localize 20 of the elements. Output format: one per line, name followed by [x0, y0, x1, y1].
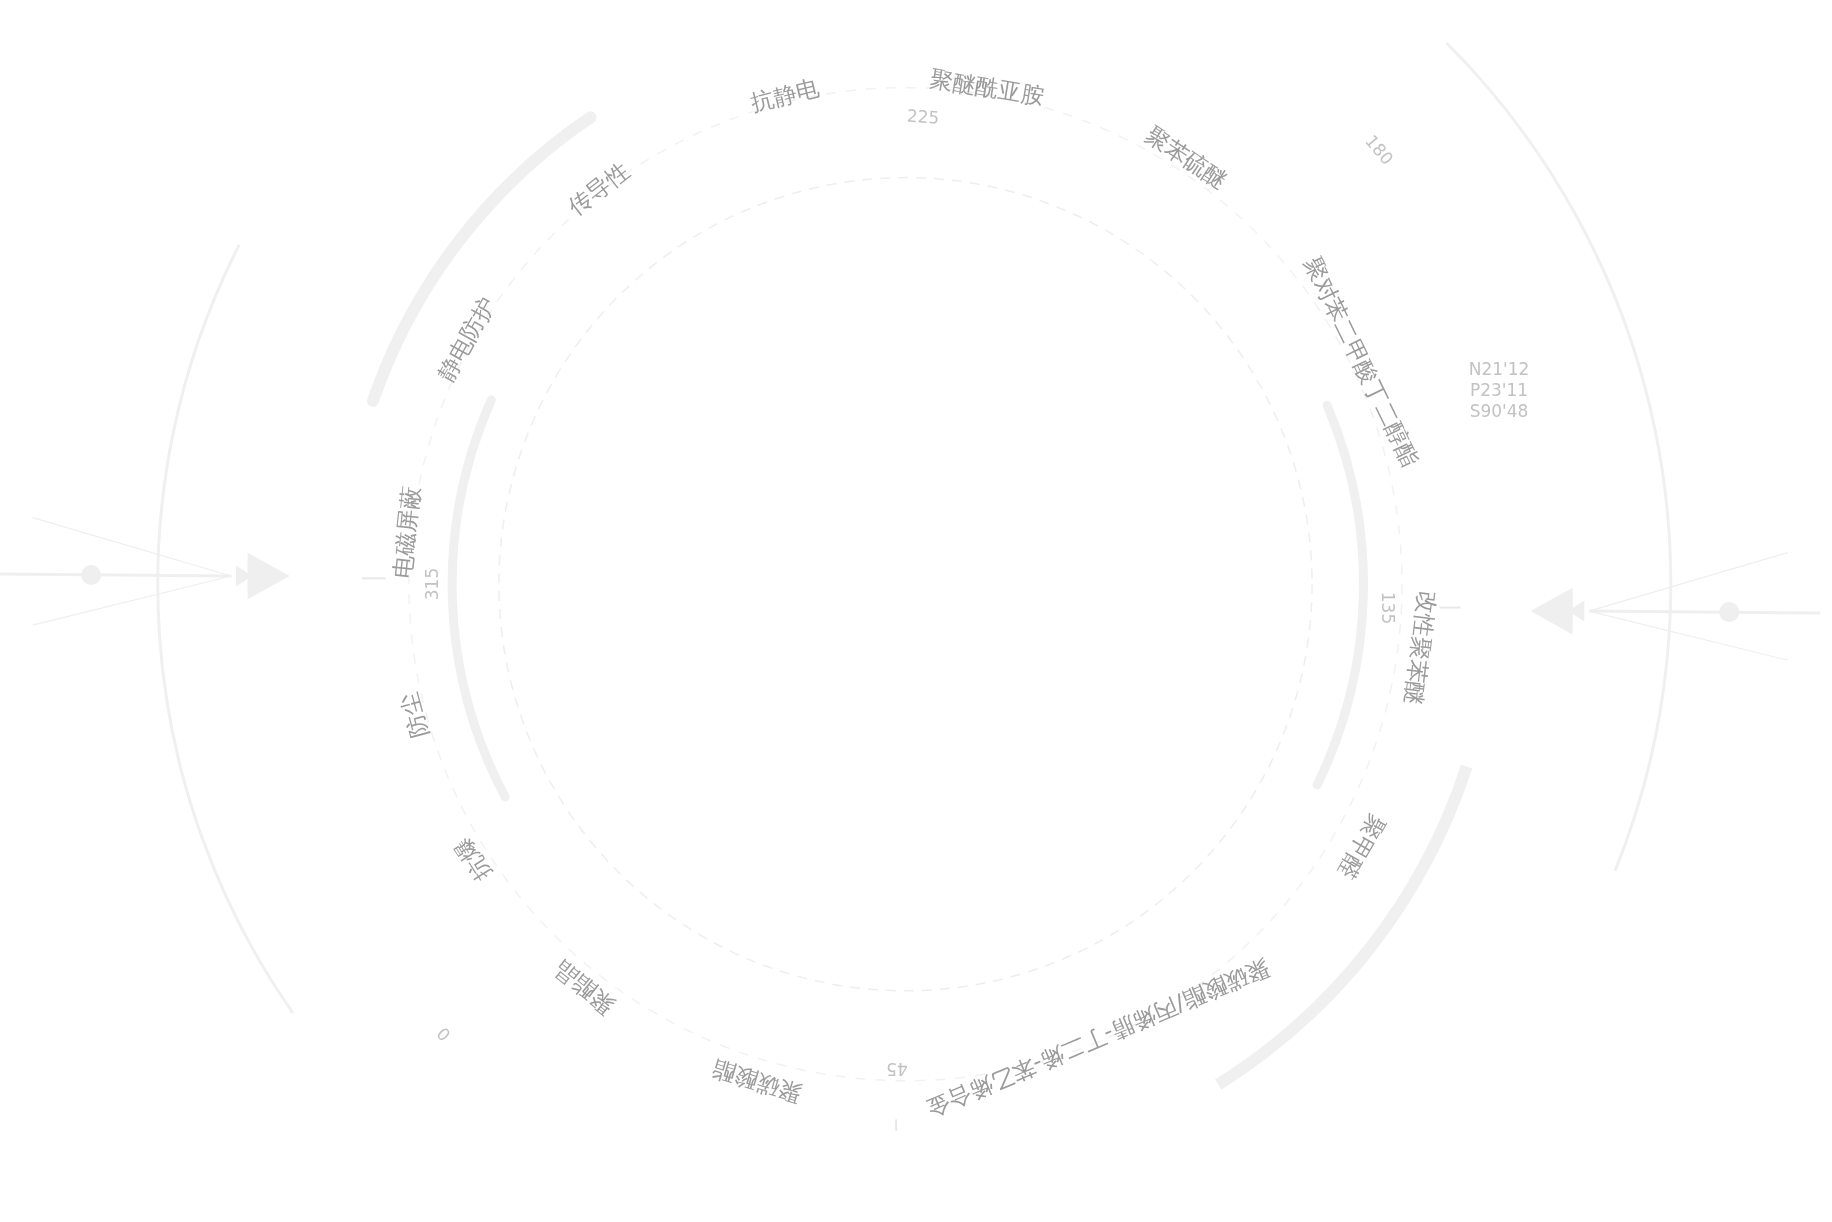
- scale-number: N21'12: [1468, 359, 1530, 379]
- scale-number: 0: [433, 1023, 455, 1045]
- scale-number: P23'11: [1469, 380, 1529, 400]
- scale-number: 45: [886, 1059, 909, 1079]
- ring-label: 聚碳酸酯/丙烯腈-丁二烯-苯乙烯合金: [923, 953, 1274, 1122]
- ring-label: 传导性: [564, 158, 635, 221]
- ring-label: 聚碳酸酯: [709, 1055, 805, 1106]
- ring-label: 电磁屏蔽: [389, 484, 424, 579]
- ring-label: 静电防护: [433, 292, 501, 386]
- ring-label: 抗爆: [450, 832, 497, 885]
- scale-number: 135: [1378, 591, 1398, 624]
- ring-label: 聚甲醛: [1332, 810, 1390, 884]
- ring-label: 改性聚苯醚: [1400, 589, 1440, 708]
- ring-label: 聚苯硫醚: [1140, 121, 1232, 194]
- ring-label: 抗静电: [748, 75, 822, 117]
- scale-number: S90'48: [1469, 401, 1529, 421]
- ring-label: 聚对苯二甲酸丁二醇酯: [1299, 253, 1423, 472]
- ring-label: 防尘: [396, 689, 433, 741]
- ring-label: 聚酯晶: [549, 955, 620, 1019]
- scale-number: 315: [422, 567, 442, 601]
